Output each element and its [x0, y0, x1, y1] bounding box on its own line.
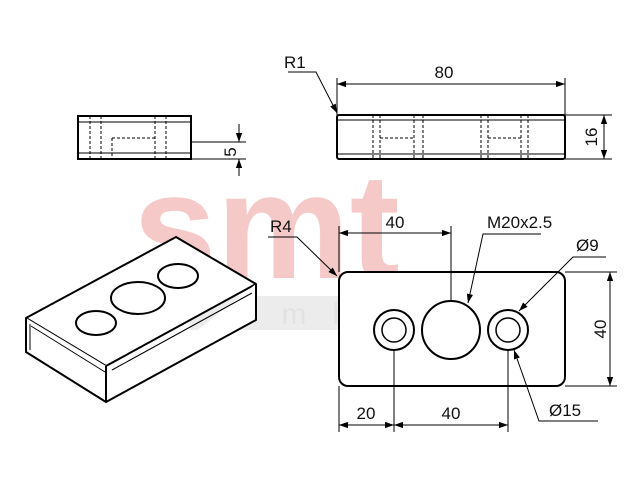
top-view [268, 226, 617, 432]
dim-edge-offset: 20 [357, 404, 376, 423]
front-view [288, 71, 612, 160]
dim-diameter-small: Ø9 [576, 236, 599, 255]
dim-hole-offset: 40 [386, 213, 405, 232]
dim-length: 80 [435, 63, 454, 82]
dim-hole-pitch: 40 [442, 404, 461, 423]
side-view-small [77, 115, 246, 176]
dim-height: 16 [582, 128, 601, 147]
dim-thickness-small: 5 [221, 147, 240, 156]
dim-thread: M20x2.5 [487, 213, 552, 232]
dim-diameter-large: Ø15 [549, 401, 581, 420]
dim-width: 40 [591, 320, 610, 339]
isometric-view [25, 236, 257, 403]
dim-radius-large: R4 [270, 217, 292, 236]
dim-radius-small: R1 [284, 53, 306, 72]
